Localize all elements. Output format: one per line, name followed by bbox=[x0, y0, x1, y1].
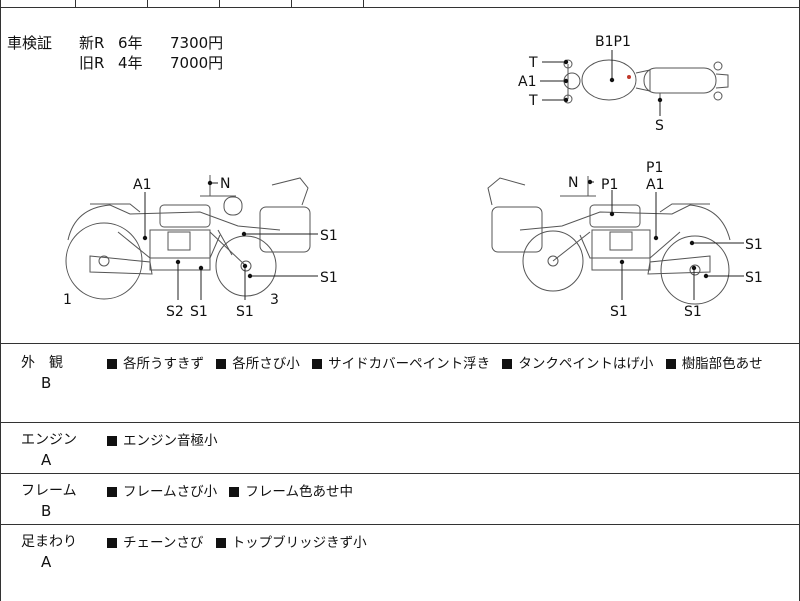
bullet-square-icon bbox=[312, 359, 323, 369]
left-label-s2: S2 bbox=[166, 304, 184, 320]
condition-category: 外 観 bbox=[21, 355, 63, 371]
condition-row-exterior: 外 観 B 各所うすきず 各所さび小 サイドカバーペイント浮き タンクペイントは… bbox=[1, 344, 799, 423]
condition-row-engine: エンジン A エンジン音極小 bbox=[1, 423, 799, 474]
condition-item: 各所さび小 bbox=[232, 356, 300, 372]
right-side-motorcycle bbox=[487, 176, 731, 305]
right-label-a1: A1 bbox=[646, 177, 664, 193]
right-label-p1-top: P1 bbox=[646, 160, 663, 176]
bullet-square-icon bbox=[107, 359, 117, 369]
right-label-s1-bottom: S1 bbox=[684, 304, 702, 320]
condition-grade: A bbox=[41, 451, 52, 469]
condition-item: エンジン音極小 bbox=[123, 433, 218, 449]
condition-items: エンジン音極小 bbox=[107, 429, 226, 449]
condition-item: タンクペイントはげ小 bbox=[518, 356, 654, 372]
condition-items: 各所うすきず 各所さび小 サイドカバーペイント浮き タンクペイントはげ小 樹脂部… bbox=[107, 352, 771, 372]
cert-years-new: 6年 bbox=[118, 34, 143, 52]
cert-cost-new: 7300円 bbox=[170, 34, 224, 52]
condition-items: チェーンさび トップブリッジきず小 bbox=[107, 531, 375, 551]
top-label-s: S bbox=[655, 118, 664, 134]
bullet-square-icon bbox=[502, 359, 513, 369]
cert-type-new: 新R bbox=[79, 34, 105, 52]
condition-grade: A bbox=[41, 553, 52, 571]
top-label-t-lower: T bbox=[528, 93, 538, 109]
condition-item: トップブリッジきず小 bbox=[231, 535, 367, 551]
cert-type-old: 旧R bbox=[79, 54, 105, 72]
left-label-s1-bottom: S1 bbox=[236, 304, 254, 320]
bullet-square-icon bbox=[215, 538, 226, 548]
condition-item: フレーム色あせ中 bbox=[245, 484, 354, 500]
left-label-s1-mid: S1 bbox=[190, 304, 208, 320]
left-label-s1-rear: S1 bbox=[320, 270, 338, 286]
diagram-panel: 車検証 新R 6年 7300円 旧R 4年 7000円 bbox=[0, 8, 800, 343]
left-label-n: N bbox=[220, 176, 230, 192]
bullet-square-icon bbox=[107, 487, 117, 497]
condition-item: チェーンさび bbox=[123, 535, 204, 551]
condition-grade: B bbox=[41, 502, 52, 520]
condition-grade: B bbox=[41, 374, 52, 392]
left-label-s1-upper: S1 bbox=[320, 228, 338, 244]
condition-row-frame: フレーム B フレームさび小 フレーム色あせ中 bbox=[1, 474, 799, 525]
bullet-square-icon bbox=[107, 538, 117, 548]
motorcycle-damage-diagram: T A1 T B1P1 S A1 N S1 S1 S2 S1 S1 1 3 N … bbox=[63, 34, 763, 320]
right-label-s1-mid: S1 bbox=[610, 304, 628, 320]
certificate-label: 車検証 bbox=[7, 34, 53, 52]
right-label-p1: P1 bbox=[601, 177, 618, 193]
condition-category: 足まわり bbox=[21, 534, 77, 550]
bullet-square-icon bbox=[216, 359, 227, 369]
condition-item: 樹脂部色あせ bbox=[681, 356, 763, 372]
top-label-t-upper: T bbox=[528, 55, 538, 71]
left-side-motorcycle bbox=[65, 175, 311, 300]
condition-category: フレーム bbox=[21, 483, 77, 499]
right-label-n: N bbox=[568, 175, 578, 191]
top-label-b1p1: B1P1 bbox=[595, 34, 631, 50]
condition-items: フレームさび小 フレーム色あせ中 bbox=[107, 480, 361, 500]
left-label-a1: A1 bbox=[133, 177, 151, 193]
cert-years-old: 4年 bbox=[118, 54, 143, 72]
condition-item: サイドカバーペイント浮き bbox=[328, 356, 491, 372]
condition-category: エンジン bbox=[21, 432, 77, 448]
top-label-a1: A1 bbox=[518, 74, 536, 90]
condition-item: フレームさび小 bbox=[123, 484, 218, 500]
bullet-square-icon bbox=[665, 359, 676, 369]
condition-item: 各所うすきず bbox=[123, 356, 204, 372]
right-label-s1-rear: S1 bbox=[745, 270, 763, 286]
right-label-s1-upper: S1 bbox=[745, 237, 763, 253]
top-view-motorcycle bbox=[563, 59, 729, 104]
left-label-num3: 3 bbox=[270, 292, 279, 308]
condition-table: 外 観 B 各所うすきず 各所さび小 サイドカバーペイント浮き タンクペイントは… bbox=[0, 343, 800, 601]
bullet-square-icon bbox=[107, 436, 117, 446]
condition-row-suspension: 足まわり A チェーンさび トップブリッジきず小 bbox=[1, 525, 799, 601]
damage-marker bbox=[627, 75, 631, 79]
left-label-num1: 1 bbox=[63, 292, 72, 308]
cert-cost-old: 7000円 bbox=[170, 54, 224, 72]
bullet-square-icon bbox=[229, 487, 240, 497]
